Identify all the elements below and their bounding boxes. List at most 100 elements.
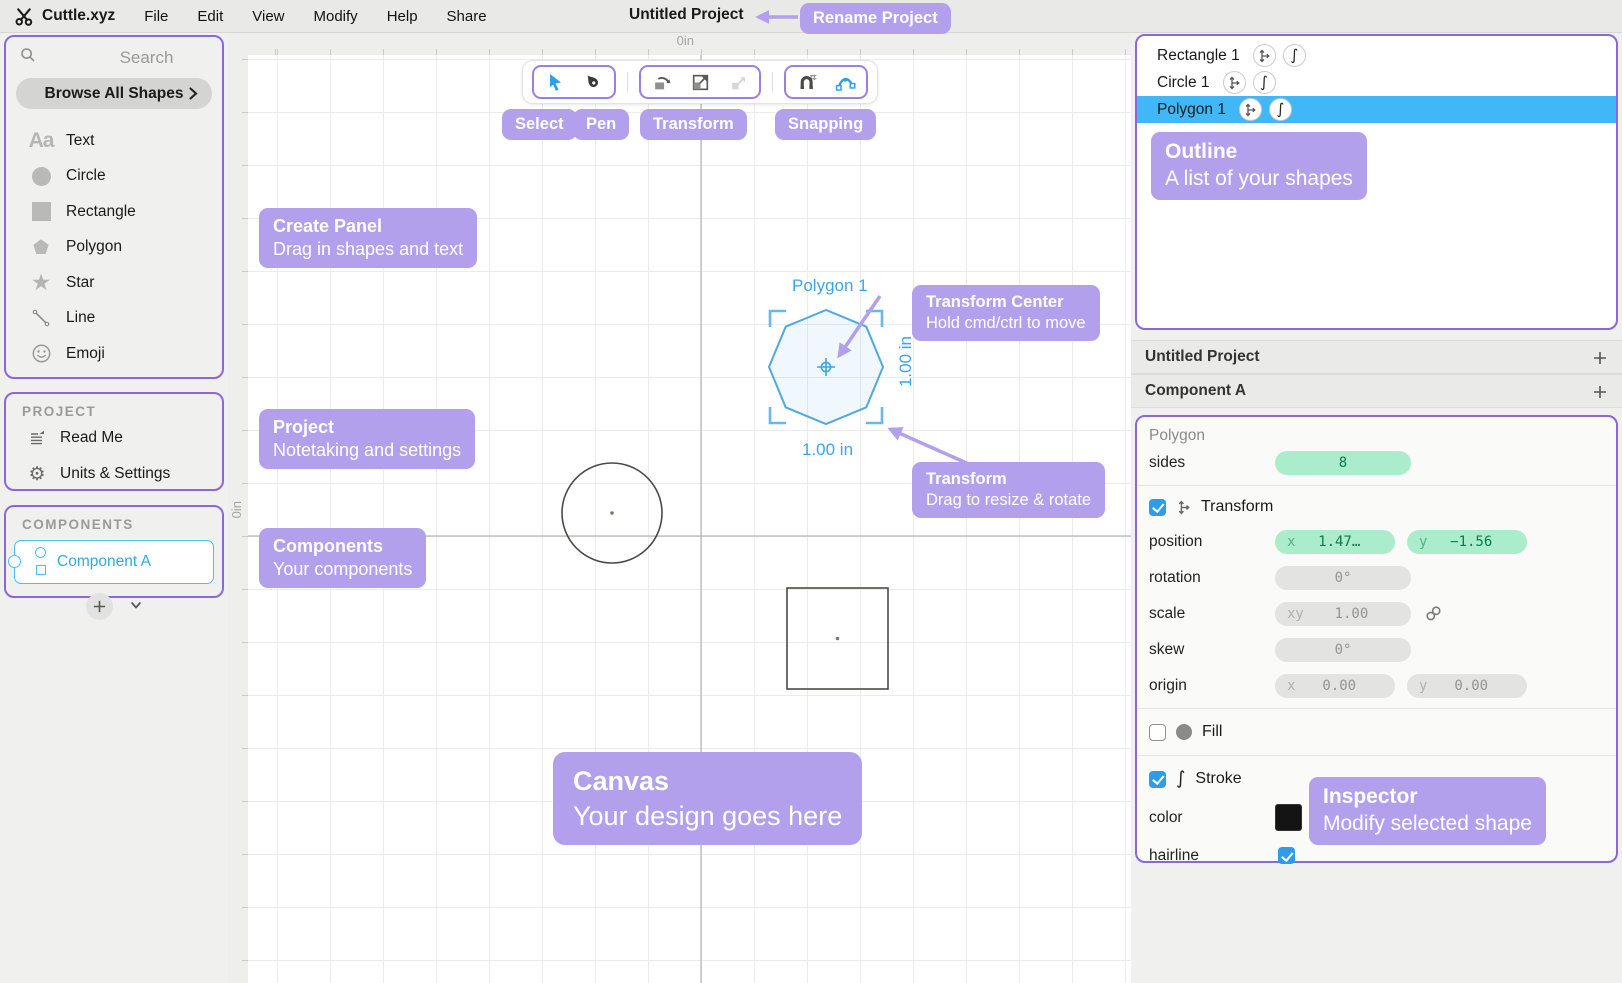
gear-icon: ⚙	[28, 463, 46, 485]
snapping-tooltip: Snapping	[775, 109, 877, 141]
scope-row-untitled-project[interactable]: Untitled Project	[1131, 340, 1622, 374]
stroke-section-header: ∫ Stroke	[1137, 760, 1616, 798]
plus-icon	[1594, 386, 1606, 398]
menu-item-file[interactable]: File	[144, 7, 169, 25]
ruler-horizontal	[228, 33, 1131, 55]
rotation-input[interactable]: 0°	[1275, 566, 1411, 590]
sides-input[interactable]: 8	[1275, 451, 1411, 475]
transform-toggle-button[interactable]	[1252, 44, 1276, 67]
menu-item-view[interactable]: View	[252, 7, 285, 25]
plus-icon	[1594, 352, 1606, 364]
canvas-toolbar	[522, 60, 878, 104]
outline-item-circle-1[interactable]: Circle 1 ∫	[1137, 69, 1616, 96]
shape-item-star[interactable]: ★ Star	[6, 265, 222, 301]
rename-arrow	[755, 9, 798, 24]
rename-project-tooltip: Rename Project	[800, 3, 951, 35]
transform-center-handle[interactable]	[817, 358, 835, 376]
add-component-button[interactable]	[85, 593, 113, 620]
selection-brackets[interactable]	[768, 309, 884, 425]
text-icon: Aa	[28, 128, 55, 152]
polygon-name-label: Polygon 1	[792, 276, 868, 295]
transform-arrows-icon	[1229, 76, 1240, 89]
transform-toggle-button[interactable]	[1238, 98, 1262, 121]
add-to-component-button[interactable]	[1592, 384, 1608, 405]
stroke-checkbox[interactable]	[1149, 770, 1166, 788]
select-tool-button[interactable]	[544, 71, 566, 93]
browse-all-shapes-button[interactable]: Browse All Shapes	[16, 78, 212, 109]
app-name[interactable]: Cuttle.xyz	[42, 7, 116, 24]
skew-tool-button-disabled[interactable]	[727, 71, 749, 93]
ruler-zero-label-top: 0in	[676, 33, 694, 48]
circle-icon	[24, 166, 58, 186]
menu-item-help[interactable]: Help	[386, 7, 418, 25]
select-tooltip: Select	[502, 109, 577, 141]
circle-shape[interactable]	[561, 462, 663, 564]
curve-snap-icon	[835, 77, 855, 91]
outline-item-rectangle-1[interactable]: Rectangle 1 ∫	[1137, 42, 1616, 69]
sidebar-item-read-me[interactable]: Read Me	[6, 421, 222, 455]
menu-item-modify[interactable]: Modify	[313, 7, 358, 25]
stroke-toggle-button[interactable]: ∫	[1268, 98, 1292, 121]
scissors-logo-icon[interactable]	[14, 6, 35, 27]
outline-item-polygon-1-selected[interactable]: Polygon 1 ∫	[1137, 96, 1616, 123]
components-panel: COMPONENTS Component A	[4, 505, 224, 598]
shape-item-line[interactable]: Line	[6, 301, 222, 337]
search-input[interactable]	[36, 47, 257, 68]
fill-checkbox[interactable]	[1149, 723, 1166, 741]
ruler-zero-label-left: 0in	[229, 501, 244, 519]
shape-item-rectangle[interactable]: Rectangle	[6, 194, 222, 230]
tool-group-transform	[639, 65, 761, 99]
transform-toggle-button[interactable]	[1222, 71, 1246, 94]
create-panel: Browse All Shapes Aa Text Circle Rectang…	[4, 35, 257, 379]
transform-arrows-icon	[1259, 49, 1271, 62]
scale-tool-button[interactable]	[689, 71, 711, 93]
menu-item-share[interactable]: Share	[446, 7, 487, 25]
chevron-down-icon	[130, 601, 141, 609]
project-title[interactable]: Untitled Project	[629, 6, 744, 23]
grid-snap-button[interactable]	[796, 71, 818, 93]
scope-row-component-a[interactable]: Component A	[1131, 374, 1622, 408]
height-dimension-label: 1.00 in	[896, 336, 915, 388]
rotate-tool-button[interactable]	[651, 71, 673, 93]
shape-item-emoji[interactable]: Emoji	[6, 336, 222, 372]
skew-input[interactable]: 0°	[1275, 638, 1411, 662]
sidebar-item-units-settings[interactable]: ⚙ Units & Settings	[6, 457, 222, 491]
chevron-right-icon	[189, 87, 198, 100]
tool-group-snapping	[784, 65, 868, 99]
emoji-icon	[24, 343, 58, 364]
canvas-area[interactable]: 0in 0in	[228, 33, 1131, 983]
position-y-input[interactable]: y−1.56	[1407, 530, 1527, 554]
component-menu-button[interactable]	[129, 598, 143, 616]
stroke-toggle-button[interactable]: ∫	[1252, 71, 1276, 94]
shape-item-text[interactable]: Aa Text	[6, 123, 222, 159]
hairline-checkbox[interactable]	[1278, 847, 1295, 864]
menu-item-edit[interactable]: Edit	[197, 7, 224, 25]
geometry-snap-button[interactable]	[834, 71, 856, 93]
add-to-project-button[interactable]	[1592, 350, 1608, 371]
shape-item-polygon[interactable]: Polygon	[6, 230, 222, 266]
stroke-toggle-button[interactable]: ∫	[1282, 44, 1306, 67]
pen-tool-button[interactable]	[582, 71, 604, 93]
shape-library-list: Aa Text Circle Rectangle Polygon	[6, 117, 222, 372]
inspector-shape-type: Polygon	[1149, 427, 1206, 444]
left-sidebar: Browse All Shapes Aa Text Circle Rectang…	[0, 33, 257, 983]
search-icon	[20, 47, 36, 68]
shape-item-circle[interactable]: Circle	[6, 159, 222, 195]
plus-icon	[93, 600, 105, 613]
stroke-icon: ∫	[1276, 100, 1285, 118]
component-item-a[interactable]: Component A	[8, 540, 214, 584]
rectangle-shape[interactable]	[786, 587, 889, 690]
stroke-color-swatch[interactable]	[1275, 804, 1302, 831]
transform-checkbox[interactable]	[1149, 498, 1166, 516]
link-xy-icon[interactable]	[1425, 605, 1442, 627]
